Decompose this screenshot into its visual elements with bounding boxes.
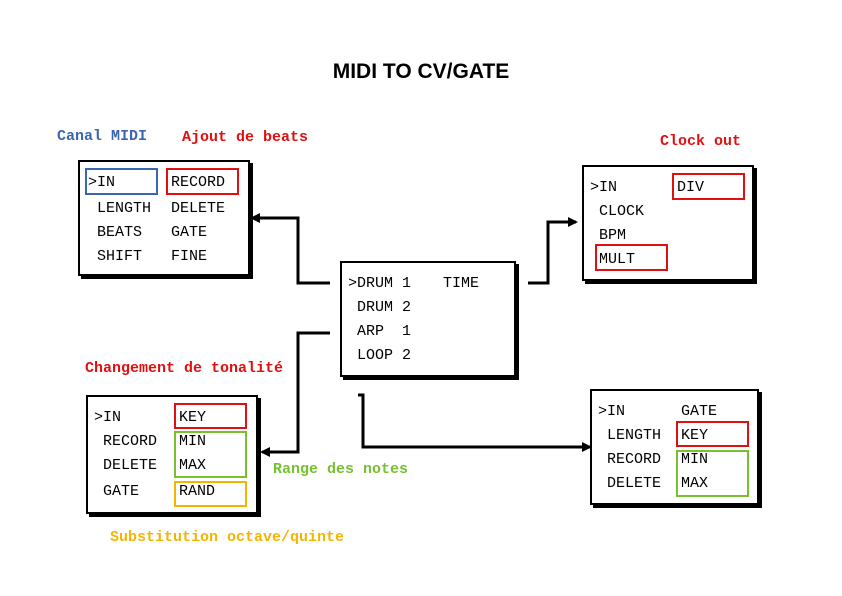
drum-length[interactable]: LENGTH [97, 200, 152, 217]
drum-fine[interactable]: FINE [171, 248, 208, 265]
loop-in[interactable]: >IN [598, 403, 626, 420]
loop-record[interactable]: RECORD [607, 451, 662, 468]
annotation-substitution: Substitution octave/quinte [110, 529, 345, 546]
loop-min[interactable]: MIN [681, 451, 709, 468]
annotation-ajout-beats: Ajout de beats [182, 129, 309, 146]
loop-submenu-box: >IN LENGTH RECORD DELETE GATE KEY MIN MA… [590, 389, 759, 505]
arp-submenu-box: >IN RECORD DELETE GATE KEY MIN MAX RAND [86, 395, 258, 514]
drum-beats[interactable]: BEATS [97, 224, 143, 241]
diagram-title: MIDI TO CV/GATE [332, 60, 510, 83]
annotation-changement-tonalite: Changement de tonalité [85, 360, 284, 377]
annotation-range-notes: Range des notes [273, 461, 409, 478]
highlight-min-max-loop [676, 450, 749, 497]
annotation-canal-midi: Canal MIDI [57, 128, 148, 145]
loop-key[interactable]: KEY [681, 427, 709, 444]
highlight-key-tonalite [174, 403, 247, 429]
loop-length[interactable]: LENGTH [607, 427, 662, 444]
clock-in[interactable]: >IN [590, 179, 618, 196]
arrow-to-arp-menu [260, 331, 330, 457]
clock-bpm[interactable]: BPM [599, 227, 627, 244]
loop-gate[interactable]: GATE [681, 403, 718, 420]
drum-in[interactable]: >IN [88, 174, 116, 191]
arp-delete[interactable]: DELETE [103, 457, 158, 474]
highlight-rand [174, 481, 247, 507]
arp-in[interactable]: >IN [94, 409, 122, 426]
arp-record[interactable]: RECORD [103, 433, 158, 450]
drum-record[interactable]: RECORD [171, 174, 226, 191]
main-menu-box: >DRUM 1 DRUM 2 ARP 1 LOOP 2 TIME [340, 261, 516, 377]
arp-key[interactable]: KEY [179, 409, 207, 426]
highlight-div [672, 173, 745, 200]
main-loop[interactable]: LOOP 2 [357, 347, 412, 364]
drum-gate[interactable]: GATE [171, 224, 208, 241]
drum-delete[interactable]: DELETE [171, 200, 226, 217]
highlight-mult [595, 244, 668, 271]
arrow-to-loop-menu [358, 393, 592, 452]
main-drum1[interactable]: >DRUM 1 [348, 275, 412, 292]
annotation-clock-out: Clock out [660, 133, 742, 150]
clock-clock[interactable]: CLOCK [599, 203, 645, 220]
drum-submenu-box: >IN LENGTH BEATS SHIFT RECORD DELETE GAT… [78, 160, 250, 276]
main-drum2[interactable]: DRUM 2 [357, 299, 412, 316]
clock-div[interactable]: DIV [677, 179, 705, 196]
highlight-min-max [174, 431, 247, 478]
loop-max[interactable]: MAX [681, 475, 709, 492]
arrow-to-clock-menu [528, 217, 578, 285]
clock-submenu-box: >IN CLOCK BPM MULT DIV [582, 165, 754, 281]
arp-gate[interactable]: GATE [103, 483, 140, 500]
loop-delete[interactable]: DELETE [607, 475, 662, 492]
arp-min[interactable]: MIN [179, 433, 207, 450]
highlight-in-canal [85, 168, 158, 195]
main-arp[interactable]: ARP 1 [357, 323, 412, 340]
arrow-to-drum-menu [250, 213, 330, 285]
drum-shift[interactable]: SHIFT [97, 248, 143, 265]
arp-rand[interactable]: RAND [179, 483, 216, 500]
highlight-record [166, 168, 239, 195]
highlight-key-loop [676, 421, 749, 447]
main-time[interactable]: TIME [443, 275, 480, 292]
clock-mult[interactable]: MULT [599, 251, 636, 268]
arp-max[interactable]: MAX [179, 457, 207, 474]
